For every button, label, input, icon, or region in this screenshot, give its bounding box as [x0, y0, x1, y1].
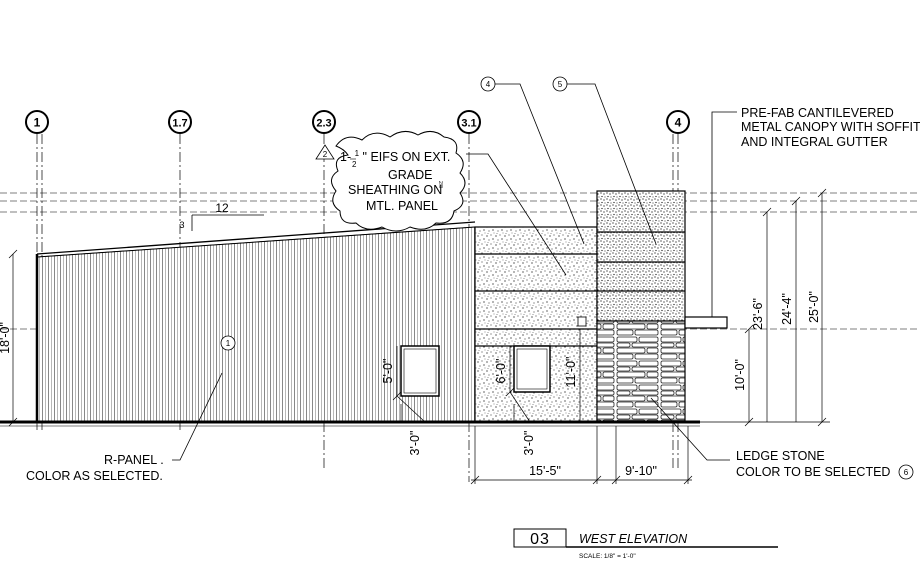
dim-3-0-b: 3'-0" [522, 431, 536, 456]
dim-10-0: 10'-0" [733, 359, 747, 391]
eifs-text-4: MTL. PANEL [366, 199, 438, 213]
grid-label-2-3: 2.3 [316, 118, 331, 130]
canopy-text-2: METAL CANOPY WITH SOFFIT [741, 120, 920, 134]
canopy-callout: PRE-FAB CANTILEVERED METAL CANOPY WITH S… [711, 106, 920, 317]
grid-bubble-1-7: 1.7 [168, 110, 192, 134]
rpanel-text-2: COLOR AS SELECTED. [26, 469, 163, 483]
ledge-text-2: COLOR TO BE SELECTED [736, 465, 890, 479]
drawing-scale: SCALE: 1/8" = 1'-0" [579, 553, 636, 560]
eifs-text-3: SHEATHING ON [348, 183, 442, 197]
slope-rise: 3 [179, 220, 184, 230]
dim-23-6: 23'-6" [751, 298, 765, 330]
metal-canopy [684, 316, 728, 329]
canopy-text-3: AND INTEGRAL GUTTER [741, 135, 888, 149]
drawing-number-box [513, 528, 567, 548]
dim-6-0: 6'-0" [494, 359, 508, 384]
keynote-5-number: 5 [558, 80, 563, 89]
grid-bubble-2-3: 2.3 [312, 110, 336, 134]
eifs-text-2: GRADE [388, 168, 432, 182]
tower-upper [596, 190, 686, 322]
dim-25-0: 25'-0" [807, 291, 821, 323]
rpanel-callout: R-PANEL . COLOR AS SELECTED. [26, 372, 223, 483]
eifs-callout: 1- 1 " EIFS ON EXT. 2 GRADE 2/8 SHEATHIN… [315, 131, 567, 276]
window-2 [513, 345, 551, 393]
eifs-frac-denominator: 2 [352, 160, 357, 169]
window-1 [400, 345, 440, 397]
small-opening [577, 316, 587, 327]
revision-number: 2 [323, 150, 328, 159]
grid-bubble-4: 4 [666, 110, 690, 134]
grid-label-3-1: 3.1 [461, 118, 476, 130]
dim-9-10: 9'-10" [625, 464, 657, 478]
canopy-text-1: PRE-FAB CANTILEVERED [741, 106, 894, 120]
drawing-title: WEST ELEVATION [579, 532, 688, 546]
drawing-number: 03 [530, 531, 550, 548]
rpanel-text-1: R-PANEL . [104, 453, 164, 467]
title-block: 03 WEST ELEVATION SCALE: 1/8" = 1'-0" [513, 528, 778, 560]
dim-18-0: 18'-0" [0, 322, 12, 354]
grid-label-1: 1 [34, 116, 41, 130]
keynote-1: 1 [220, 335, 236, 351]
ledge-text-1: LEDGE STONE [736, 449, 825, 463]
slope-indicator: 12 3 [179, 201, 264, 231]
keynote-4: 4 [480, 76, 585, 245]
keynote-1-number: 1 [226, 339, 231, 348]
slope-run: 12 [215, 201, 229, 215]
grid-label-1-7: 1.7 [172, 118, 187, 130]
dim-15-5: 15'-5" [529, 464, 561, 478]
keynote-6-number: 6 [904, 468, 909, 477]
dim-5-0: 5'-0" [381, 359, 395, 384]
dim-3-0-a: 3'-0" [408, 431, 422, 456]
dim-11-0: 11'-0" [564, 357, 578, 388]
grid-bubble-1: 1 [25, 110, 49, 134]
keynote-4-number: 4 [486, 80, 491, 89]
dimension-lines [8, 188, 830, 485]
eifs-small-mark: 2/8 [437, 181, 443, 188]
revision-delta [315, 144, 335, 160]
keynote-5: 5 [552, 76, 657, 245]
ledge-stone-base [596, 320, 686, 423]
grid-bubble-3-1: 3.1 [457, 110, 481, 134]
eifs-text-1: 1- 1 " EIFS ON EXT. [340, 145, 450, 164]
grid-label-4: 4 [675, 116, 682, 130]
dim-24-4: 24'-4" [780, 293, 794, 325]
ledge-callout: LEDGE STONE COLOR TO BE SELECTED 6 [650, 397, 914, 480]
